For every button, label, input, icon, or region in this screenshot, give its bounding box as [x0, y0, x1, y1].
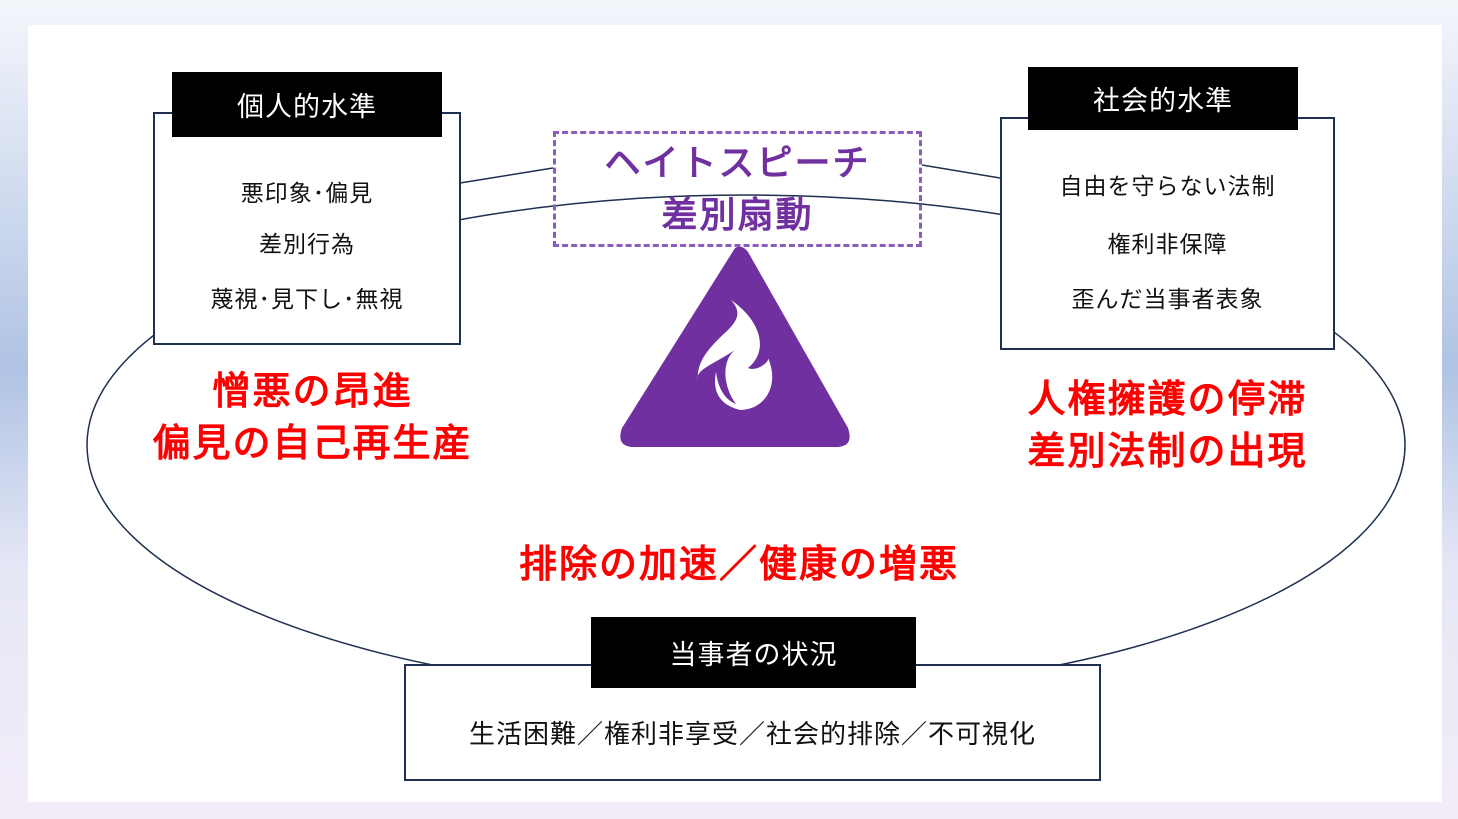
party-situation-title: 当事者の状況 — [591, 617, 916, 688]
connector-left — [459, 167, 554, 184]
party-situation-text: 生活困難／権利非享受／社会的排除／不可視化 — [468, 720, 1036, 750]
individual-level-box: 悪印象･偏見 差別行為 蔑視･見下し･無視 — [153, 112, 461, 345]
hate-speech-label: ヘイトスピーチ — [604, 143, 871, 184]
social-item: 権利非保障 — [1107, 232, 1228, 258]
social-effect-1: 人権擁護の停滞 — [1027, 377, 1308, 421]
individual-level-title: 個人的水準 — [172, 72, 442, 137]
connector-right — [921, 164, 1001, 179]
individual-item: 悪印象･偏見 — [240, 181, 374, 207]
hate-speech-box: ヘイトスピーチ 差別扇動 — [553, 131, 922, 247]
social-level-box: 自由を守らない法制 権利非保障 歪んだ当事者表象 — [1000, 117, 1335, 350]
individual-effect-2: 偏見の自己再生産 — [152, 421, 473, 465]
incitement-label: 差別扇動 — [661, 195, 814, 236]
fire-icon — [697, 300, 773, 410]
social-item: 歪んだ当事者表象 — [1071, 287, 1264, 313]
social-item: 自由を守らない法制 — [1059, 174, 1276, 200]
center-effect: 排除の加速／健康の増悪 — [518, 542, 959, 586]
individual-item: 蔑視･見下し･無視 — [210, 287, 404, 313]
individual-effect-1: 憎悪の昂進 — [212, 369, 413, 413]
social-level-title: 社会的水準 — [1028, 67, 1298, 130]
individual-item: 差別行為 — [259, 232, 355, 258]
social-effect-2: 差別法制の出現 — [1027, 429, 1308, 473]
